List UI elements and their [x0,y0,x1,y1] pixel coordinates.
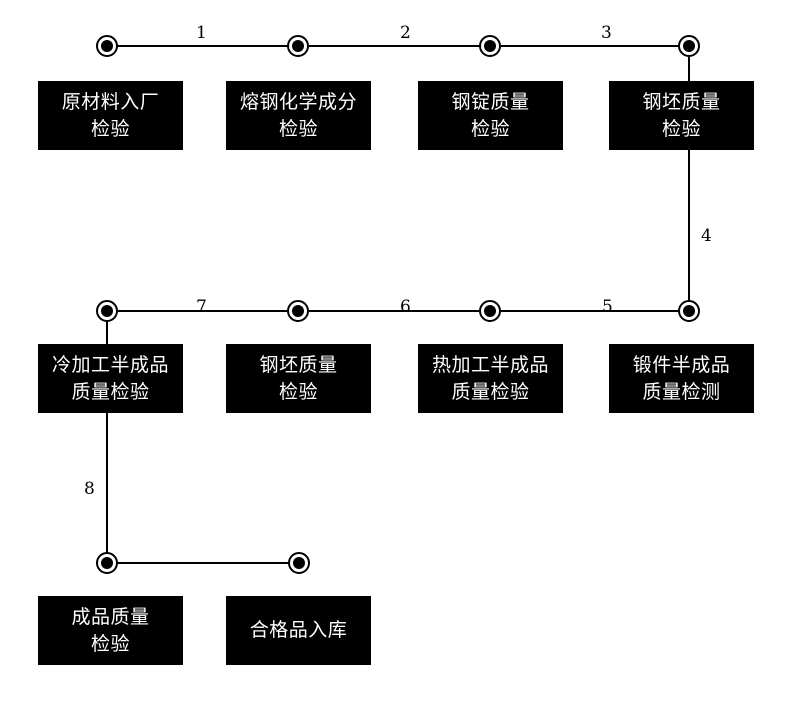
flow-node-n10[interactable] [288,552,310,574]
connector-line [107,45,689,47]
process-box-b4[interactable]: 钢坯质量 检验 [609,81,754,150]
flow-node-n5[interactable] [678,300,700,322]
flow-node-n2[interactable] [287,35,309,57]
flow-node-n9[interactable] [96,552,118,574]
process-box-b3[interactable]: 钢锭质量 检验 [418,81,563,150]
connector-line [688,46,690,311]
flow-node-n8[interactable] [96,300,118,322]
connector-line [107,562,299,564]
edge-label-8: 8 [84,479,95,499]
process-box-b7[interactable]: 热加工半成品 质量检验 [418,344,563,413]
flow-node-n6[interactable] [479,300,501,322]
edge-label-4: 4 [701,226,712,246]
edge-label-6: 6 [400,297,411,317]
flow-node-n7[interactable] [287,300,309,322]
process-box-b6[interactable]: 钢坯质量 检验 [226,344,371,413]
edge-label-5: 5 [602,297,613,317]
process-box-b8[interactable]: 锻件半成品 质量检测 [609,344,754,413]
process-box-b5[interactable]: 冷加工半成品 质量检验 [38,344,183,413]
flow-node-n3[interactable] [479,35,501,57]
edge-label-7: 7 [196,297,207,317]
edge-label-2: 2 [400,23,411,43]
flow-node-n4[interactable] [678,35,700,57]
connector-line [106,311,108,563]
process-box-b10[interactable]: 合格品入库 [226,596,371,665]
edge-label-1: 1 [196,23,207,43]
flow-node-n1[interactable] [96,35,118,57]
process-box-b2[interactable]: 熔钢化学成分 检验 [226,81,371,150]
edge-label-3: 3 [601,23,612,43]
process-box-b1[interactable]: 原材料入厂 检验 [38,81,183,150]
process-box-b9[interactable]: 成品质量 检验 [38,596,183,665]
connector-line [107,310,689,312]
